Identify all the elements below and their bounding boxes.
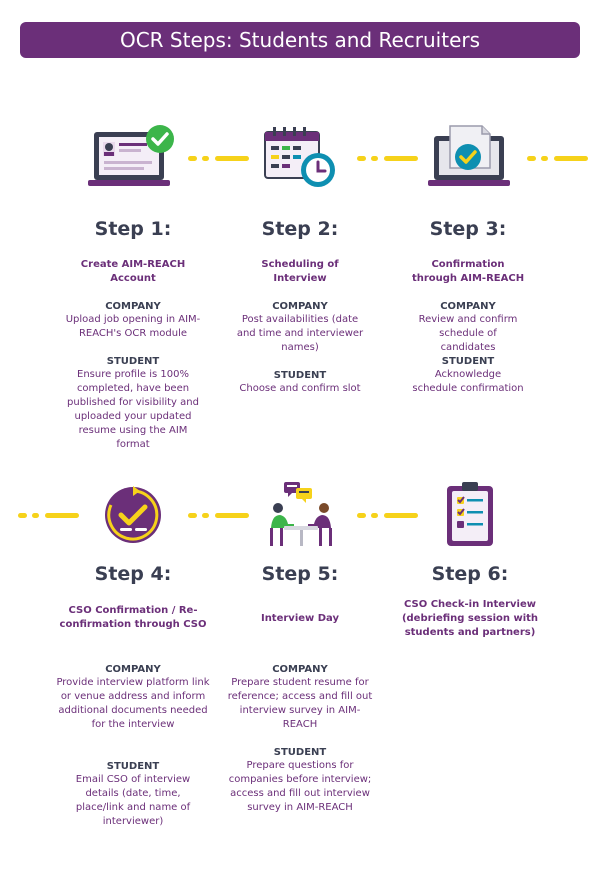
dashed-connector — [357, 513, 418, 518]
student-description: Ensure profile is 100% completed, have b… — [67, 369, 199, 450]
dashed-connector — [188, 156, 249, 161]
step-subtitle: CSO Confirmation / Re-confirmation throu… — [59, 605, 207, 630]
company-description: Prepare student resume for reference; ac… — [227, 677, 373, 730]
student-description: Choose and confirm slot — [239, 383, 361, 394]
step-4: Step 4: CSO Confirmation / Re-confirmati… — [48, 563, 218, 827]
clipboard-checklist-icon — [447, 482, 493, 546]
company-label: COMPANY — [272, 301, 328, 312]
company-description: Upload job opening in AIM-REACH's OCR mo… — [65, 314, 201, 339]
student-description: Prepare questions for companies before i… — [228, 760, 372, 813]
student-description: Email CSO of interview details (date, ti… — [75, 774, 191, 827]
student-label: STUDENT — [106, 761, 160, 772]
calendar-clock-icon — [264, 127, 335, 187]
step-1: Step 1: Create AIM-REACH Account COMPANY… — [48, 218, 218, 450]
company-description: Provide interview platform link or venue… — [56, 677, 210, 730]
company-label: COMPANY — [105, 664, 161, 675]
step-6: Step 6: CSO Check-in Interview (debriefi… — [385, 563, 555, 638]
step-subtitle: CSO Check-in Interview (debriefing sessi… — [401, 599, 539, 638]
student-description: Acknowledge schedule confirmation — [412, 369, 524, 394]
dashed-connector — [18, 513, 79, 518]
dashed-connector — [527, 156, 588, 161]
laptop-document-check-icon — [428, 125, 510, 186]
company-label: COMPANY — [440, 301, 496, 312]
step-3: Step 3: Confirmation through AIM-REACH C… — [383, 218, 553, 394]
step-2: Step 2: Scheduling of Interview COMPANY … — [215, 218, 385, 394]
step-subtitle: Interview Day — [260, 613, 340, 624]
laptop-profile-check-icon — [88, 125, 174, 186]
step-label: Step 5: — [261, 563, 339, 585]
circular-arrow-check-icon — [105, 486, 161, 543]
student-label: STUDENT — [441, 356, 495, 367]
step-label: Step 2: — [261, 218, 339, 240]
dashed-connector — [357, 156, 418, 161]
company-label: COMPANY — [105, 301, 161, 312]
company-label: COMPANY — [272, 664, 328, 675]
student-label: STUDENT — [273, 370, 327, 381]
student-label: STUDENT — [106, 356, 160, 367]
step-subtitle: Create AIM-REACH Account — [80, 259, 186, 284]
page-title: OCR Steps: Students and Recruiters — [20, 22, 580, 58]
company-description: Post availabilities (date and time and i… — [236, 314, 364, 353]
step-subtitle: Scheduling of Interview — [261, 259, 339, 284]
step-label: Step 3: — [429, 218, 507, 240]
step-label: Step 4: — [94, 563, 172, 585]
company-description: Review and confirm schedule of candidate… — [418, 314, 518, 353]
two-people-chat-icon — [270, 482, 332, 546]
step-subtitle: Confirmation through AIM-REACH — [411, 259, 525, 284]
step-label: Step 1: — [94, 218, 172, 240]
student-label: STUDENT — [273, 747, 327, 758]
step-label: Step 6: — [431, 563, 509, 585]
dashed-connector — [188, 513, 249, 518]
step-5: Step 5: Interview Day COMPANY Prepare st… — [215, 563, 385, 813]
